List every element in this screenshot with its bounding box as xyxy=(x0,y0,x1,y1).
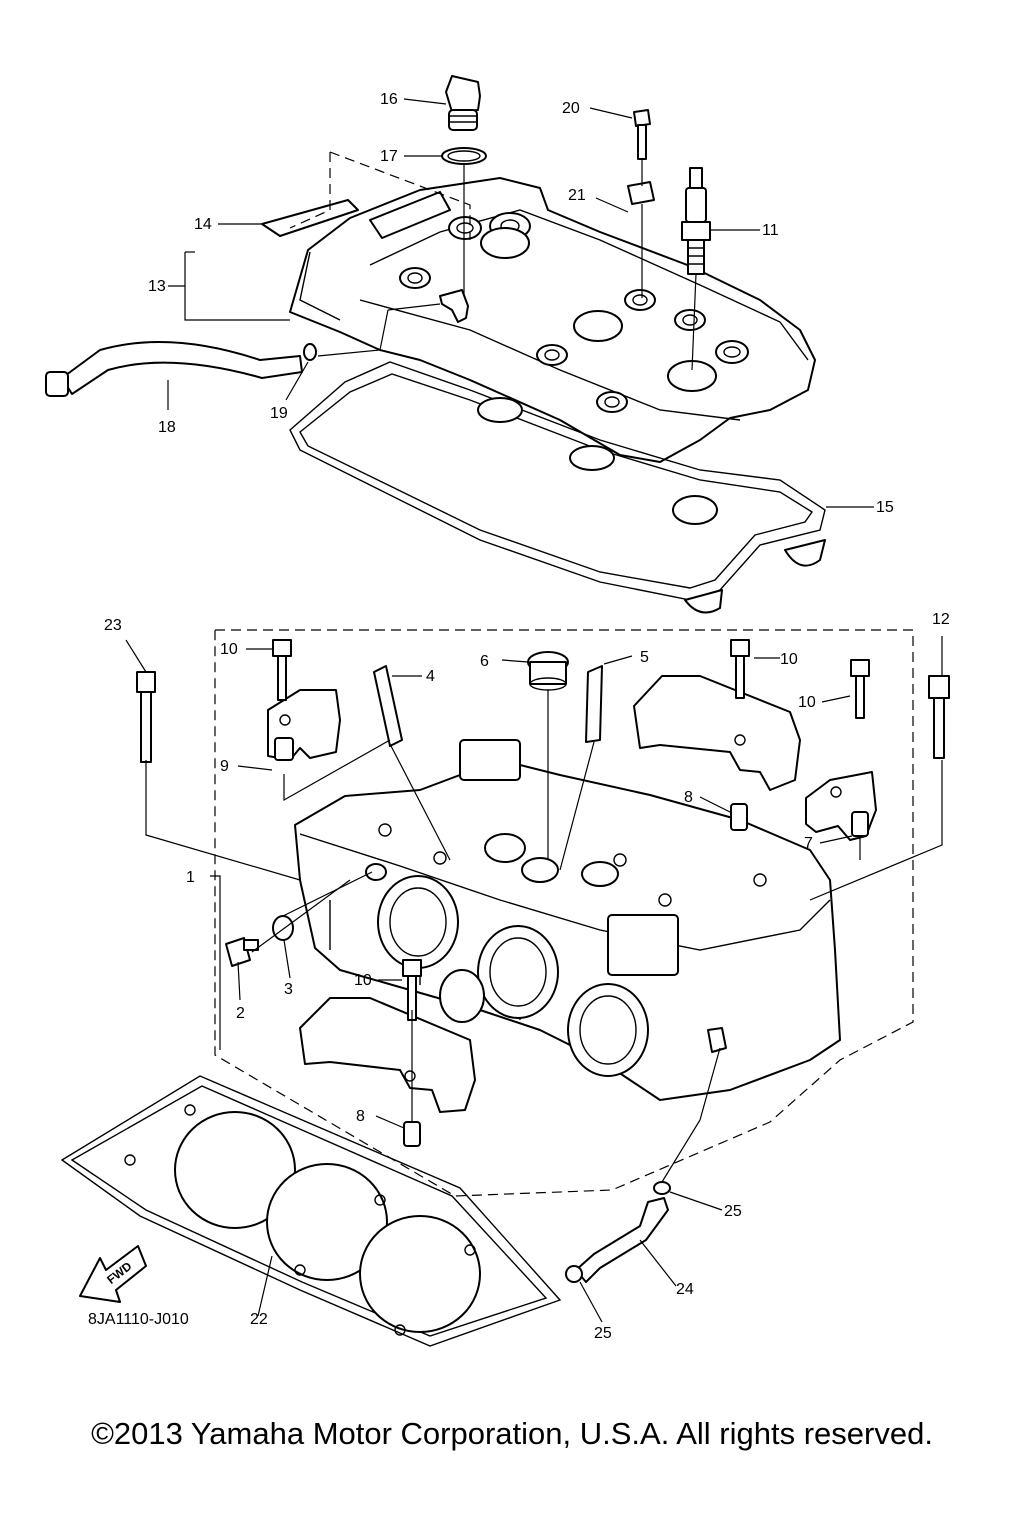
camshaft-cap-right-upper xyxy=(633,675,801,791)
camshaft-cap-front-lower xyxy=(299,997,476,1113)
assembly-outline xyxy=(214,151,914,1197)
callout-22: 22 xyxy=(250,1311,268,1328)
leader-lines xyxy=(125,98,943,1323)
breather-hose xyxy=(45,341,303,397)
callout-25-a: 25 xyxy=(724,1203,742,1220)
valve-guide-5 xyxy=(585,665,603,743)
cylinder-head-cover xyxy=(289,177,816,463)
dowel-pin-8-upper xyxy=(730,803,748,831)
hose-clamp-19 xyxy=(303,343,317,361)
copyright-notice: ©2013 Yamaha Motor Corporation, U.S.A. A… xyxy=(91,1416,933,1451)
drawing-code: 8JA1110-J010 xyxy=(88,1311,189,1328)
callout-16: 16 xyxy=(380,91,398,108)
callout-10-c: 10 xyxy=(798,694,816,711)
cover-grommet xyxy=(627,181,655,205)
fwd-arrow-icon xyxy=(79,1245,147,1303)
callout-21: 21 xyxy=(568,187,586,204)
exploded-view-drawing: 16 17 20 21 11 14 13 18 19 15 23 12 10 1… xyxy=(45,75,950,1347)
plug-bolt-2 xyxy=(225,937,259,967)
callout-18: 18 xyxy=(158,419,176,436)
cylinder-head xyxy=(294,739,841,1101)
callout-11: 11 xyxy=(762,222,779,239)
callout-17: 17 xyxy=(380,148,398,165)
spark-plug xyxy=(681,167,711,275)
callout-10-a: 10 xyxy=(220,641,238,658)
callout-20: 20 xyxy=(562,100,580,117)
callout-labels: 16 17 20 21 11 14 13 18 19 15 23 12 10 1… xyxy=(88,91,950,1342)
head-bolt-12 xyxy=(928,675,950,759)
dowel-pin-8-lower xyxy=(403,1121,421,1147)
callout-3: 3 xyxy=(284,981,293,998)
cap-6 xyxy=(527,651,569,691)
callout-24: 24 xyxy=(676,1281,694,1298)
callout-13: 13 xyxy=(148,278,166,295)
oil-filler-cap xyxy=(445,75,481,131)
callout-12: 12 xyxy=(932,611,950,628)
callout-1: 1 xyxy=(186,869,195,886)
callout-25-b: 25 xyxy=(594,1325,612,1342)
callout-5: 5 xyxy=(640,649,649,666)
callout-10-d: 10 xyxy=(354,972,372,989)
hose-clamp-25-upper xyxy=(653,1181,671,1195)
callout-2: 2 xyxy=(236,1005,245,1022)
callout-23: 23 xyxy=(104,617,122,634)
callout-10-b: 10 xyxy=(780,651,798,668)
head-gasket xyxy=(60,1075,562,1347)
callout-4: 4 xyxy=(426,668,435,685)
callout-6: 6 xyxy=(480,653,489,670)
hose-clamp-25-lower xyxy=(565,1265,583,1283)
dowel-pin-7 xyxy=(851,811,869,837)
valve-guide-4 xyxy=(373,665,403,747)
cover-bolt xyxy=(633,109,651,160)
cam-cap-bolts xyxy=(272,639,870,1021)
cover-gasket xyxy=(289,361,826,614)
callout-7: 7 xyxy=(804,835,813,852)
callout-8-b: 8 xyxy=(356,1108,365,1125)
gasket-washer-3 xyxy=(272,915,294,941)
callout-15: 15 xyxy=(876,499,894,516)
callout-8-a: 8 xyxy=(684,789,693,806)
head-bolt-23 xyxy=(136,671,156,763)
callout-9: 9 xyxy=(220,758,229,775)
baffle-plate xyxy=(261,191,451,239)
callout-14: 14 xyxy=(194,216,212,233)
dowel-pin-9 xyxy=(274,737,294,761)
water-hose xyxy=(575,1197,669,1283)
callout-19: 19 xyxy=(270,405,288,422)
